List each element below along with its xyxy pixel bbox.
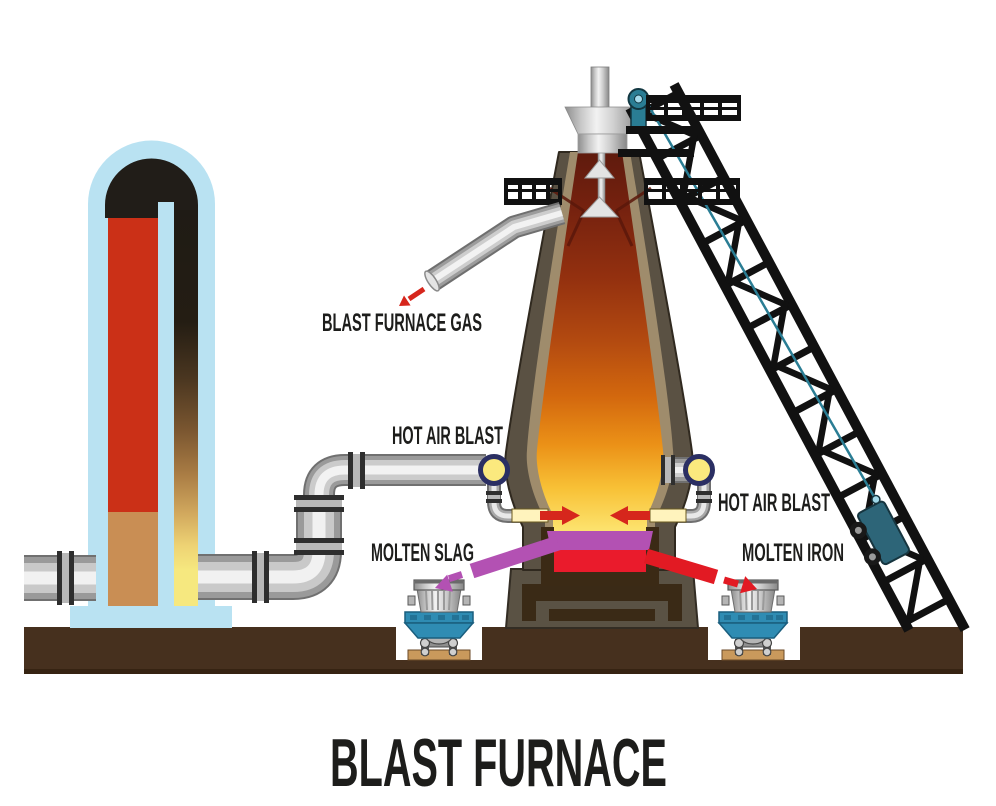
stove-divider-wall	[158, 202, 174, 610]
cold-blast-pipe	[24, 551, 96, 605]
label-blast-furnace-gas: BLAST FURNACE GAS	[322, 309, 482, 337]
hot-blast-pipe	[198, 452, 486, 603]
upper-left-platform	[504, 178, 562, 205]
stair-steps	[618, 126, 700, 157]
top-platform	[646, 95, 741, 121]
pipe-flange	[57, 551, 74, 605]
molten-slag-arrow	[435, 535, 561, 592]
pipe-flange	[252, 452, 365, 603]
diagram-title: BLAST FURNACE	[330, 725, 667, 801]
blast-arrow-left	[540, 506, 580, 525]
furnace-interior	[536, 152, 664, 553]
lower-bell	[579, 196, 620, 218]
label-molten-slag: MOLTEN SLAG	[371, 539, 474, 567]
cable-connector	[871, 494, 881, 505]
label-hot-air-blast-left: HOT AIR BLAST	[392, 422, 503, 450]
tuyere-left	[478, 454, 580, 525]
stove-hot-column	[108, 218, 158, 512]
gas-offtake-pipe	[424, 201, 566, 292]
skip-car	[849, 494, 910, 566]
blast-arrow-right	[610, 506, 650, 525]
slag-ladle-car	[404, 579, 474, 661]
stove-pedestal	[70, 606, 232, 628]
stove-dome	[105, 158, 198, 218]
label-molten-iron: MOLTEN IRON	[742, 539, 844, 567]
molten-iron-arrow	[643, 548, 757, 594]
upper-bell	[583, 159, 616, 179]
charging-bells	[579, 147, 620, 218]
stove-hot-column-base	[108, 512, 158, 610]
molten-slag-layer	[547, 531, 653, 550]
furnace-top-cone	[564, 66, 641, 154]
iron-ladle-car	[718, 579, 788, 661]
molten-iron-pool	[554, 549, 646, 572]
tuyere-right	[610, 454, 715, 525]
hot-blast-stove	[70, 140, 232, 628]
charge-hopper-lines	[548, 186, 652, 247]
blast-stream-right	[649, 508, 687, 523]
label-hot-air-blast-right: HOT AIR BLAST	[718, 489, 830, 517]
gas-arrow	[399, 286, 426, 306]
stove-checker-column	[174, 210, 198, 610]
tuyere-ring-left	[478, 454, 510, 486]
upper-right-platform	[644, 178, 740, 205]
hoist-pulley	[627, 88, 650, 128]
tuyere-ring-right	[683, 454, 715, 486]
ground	[24, 627, 963, 674]
hoist-cable	[644, 100, 878, 501]
